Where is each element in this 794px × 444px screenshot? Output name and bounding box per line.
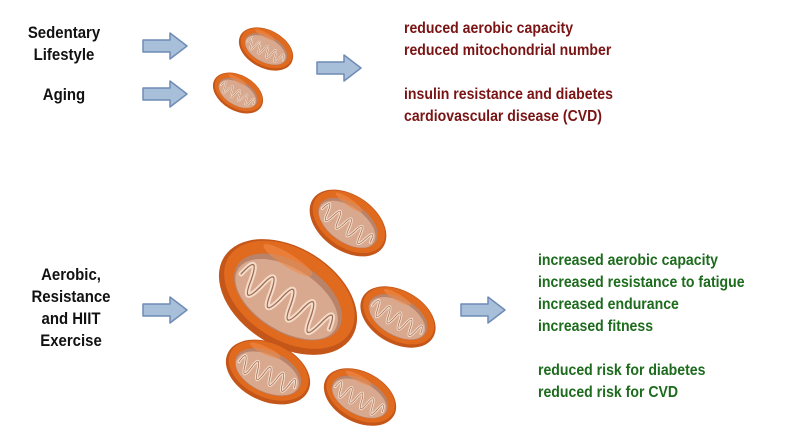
effect-item: insulin resistance and diabetes [404, 86, 613, 103]
effect-item: reduced risk for diabetes [538, 362, 706, 379]
right-arrow-icon [142, 296, 188, 324]
effect-item: cardiovascular disease (CVD) [404, 108, 602, 125]
effect-item: increased resistance to fatigue [538, 274, 745, 291]
bottom-effects-list: increased aerobic capacity increased res… [538, 250, 745, 404]
effect-item: reduced mitochondrial number [404, 42, 612, 59]
right-arrow-icon [142, 32, 188, 60]
cause-aging: Aging [42, 85, 86, 104]
top-effects-list: reduced aerobic capacity reduced mitocho… [404, 18, 613, 128]
right-arrow-icon [316, 54, 362, 82]
effect-item: reduced risk for CVD [538, 384, 679, 401]
right-arrow-icon [460, 296, 506, 324]
effect-item: increased aerobic capacity [538, 252, 719, 269]
effect-item: increased fitness [538, 318, 654, 335]
right-arrow-icon [142, 80, 188, 108]
effect-item: increased endurance [538, 296, 679, 313]
effect-item: reduced aerobic capacity [404, 20, 574, 37]
cause-sedentary-lifestyle: Sedentary Lifestyle [27, 23, 101, 64]
cause-exercise: Aerobic, Resistance and HIIT Exercise [31, 265, 111, 350]
